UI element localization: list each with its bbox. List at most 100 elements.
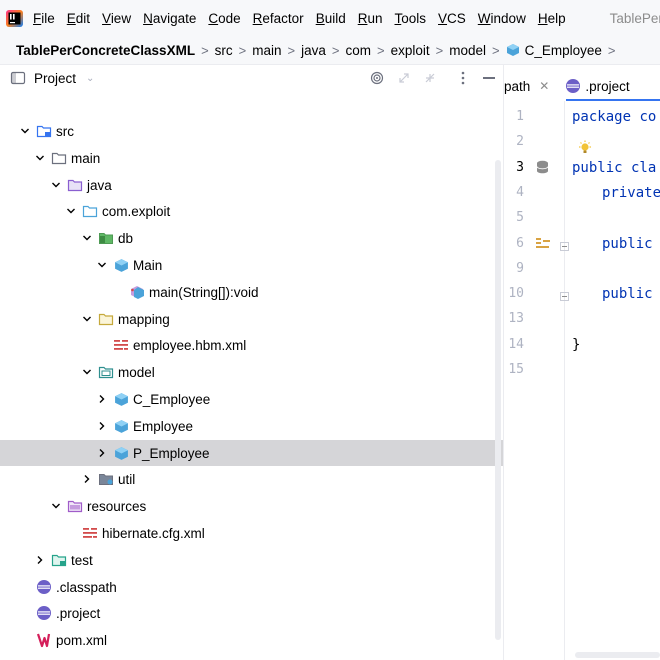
chevron-right-icon[interactable]: [95, 446, 109, 460]
database-icon[interactable]: [536, 160, 549, 177]
chevron-down-icon[interactable]: [80, 231, 94, 245]
breadcrumb-item[interactable]: com: [345, 42, 371, 58]
tree-node[interactable]: P_Employee: [0, 440, 503, 466]
code-line: package co: [572, 109, 656, 125]
expand-all-icon[interactable]: [396, 70, 412, 86]
chevron-down-icon[interactable]: [18, 124, 32, 138]
tree-node[interactable]: test: [0, 547, 503, 573]
project-view-icon: [10, 70, 26, 86]
chevron-down-icon[interactable]: [80, 365, 94, 379]
chevron-right-icon[interactable]: [95, 392, 109, 406]
breadcrumb-item[interactable]: java: [301, 42, 326, 58]
chevron-right-icon[interactable]: [80, 472, 94, 486]
implementation-icon[interactable]: [536, 237, 550, 252]
line-number: 6: [516, 236, 524, 251]
code-text: co: [631, 109, 657, 125]
menu-window[interactable]: Window: [478, 11, 526, 26]
menu-edit[interactable]: Edit: [67, 11, 90, 26]
intellij-logo-icon[interactable]: [6, 9, 23, 27]
project-tree-scrollbar[interactable]: [495, 160, 501, 640]
menu-label-rest: ile: [41, 10, 55, 26]
menu-tools[interactable]: Tools: [395, 11, 427, 26]
tree-node[interactable]: com.exploit: [0, 198, 503, 224]
collapse-all-icon[interactable]: [422, 70, 438, 86]
panel-divider[interactable]: [503, 65, 504, 660]
menu-label-rest: indow: [490, 10, 526, 26]
menu-refactor[interactable]: Refactor: [253, 11, 304, 26]
tree-node-label: P_Employee: [133, 445, 210, 461]
line-number: 14: [508, 337, 524, 352]
editor-horizontal-scrollbar[interactable]: [575, 652, 660, 658]
intention-bulb-icon[interactable]: [578, 140, 592, 159]
chevron-down-icon[interactable]: [33, 151, 47, 165]
code-keyword: public: [602, 286, 653, 302]
breadcrumb-item[interactable]: src: [214, 42, 233, 58]
menu-navigate[interactable]: Navigate: [143, 11, 196, 26]
tree-node[interactable]: java: [0, 172, 503, 198]
source-folder-icon: [36, 123, 52, 139]
breadcrumb-item[interactable]: C_Employee: [524, 42, 602, 58]
menu-mnemonic: B: [315, 10, 325, 26]
tree-spacer: [18, 633, 32, 647]
tree-node[interactable]: hibernate.cfg.xml: [0, 520, 503, 546]
chevron-down-icon[interactable]: [95, 258, 109, 272]
class-icon: [113, 418, 129, 434]
menu-view[interactable]: View: [102, 11, 131, 26]
util-package-icon: [98, 471, 114, 487]
chevron-down-icon[interactable]: [64, 204, 78, 218]
project-panel-title[interactable]: Project: [34, 70, 77, 86]
xml-file-icon: [113, 337, 129, 353]
hide-panel-icon[interactable]: [481, 70, 497, 86]
tab-project-label[interactable]: .project: [585, 78, 630, 94]
menu-file[interactable]: File: [33, 11, 55, 26]
tree-node[interactable]: .project: [0, 600, 503, 626]
class-icon: [506, 43, 520, 57]
tree-node[interactable]: Employee: [0, 413, 503, 439]
tab-classpath-label[interactable]: path: [504, 78, 531, 94]
code-line: public cla: [572, 160, 656, 176]
tree-node-label: resources: [87, 498, 147, 514]
locate-icon[interactable]: [369, 70, 385, 86]
tree-node-label: mapping: [118, 311, 170, 327]
tree-node[interactable]: db: [0, 225, 503, 251]
menu-help[interactable]: Help: [538, 11, 566, 26]
menu-label-rest: elp: [547, 10, 566, 26]
tree-node[interactable]: util: [0, 466, 503, 492]
chevron-right-icon[interactable]: [33, 553, 47, 567]
menu-code[interactable]: Code: [208, 11, 240, 26]
tree-node[interactable]: mapping: [0, 306, 503, 332]
breadcrumb-item[interactable]: exploit: [390, 42, 430, 58]
menu-run[interactable]: Run: [358, 11, 383, 26]
tree-node[interactable]: src: [0, 118, 503, 144]
menu-mnemonic: R: [252, 10, 263, 26]
breadcrumb-item[interactable]: main: [252, 42, 282, 58]
chevron-down-icon[interactable]: ⌄: [86, 72, 95, 84]
chevron-down-icon[interactable]: [49, 178, 63, 192]
fold-marker-icon[interactable]: [560, 292, 569, 301]
tree-node[interactable]: employee.hbm.xml: [0, 332, 503, 358]
menu-vcs[interactable]: VCS: [438, 11, 466, 26]
more-options-icon[interactable]: [455, 70, 471, 86]
chevron-right-icon[interactable]: [95, 419, 109, 433]
tree-node[interactable]: C_Employee: [0, 386, 503, 412]
menu-build[interactable]: Build: [316, 11, 346, 26]
tree-node[interactable]: pom.xml: [0, 627, 503, 653]
line-number: 15: [508, 362, 524, 377]
tree-node[interactable]: main: [0, 145, 503, 171]
tree-node[interactable]: .classpath: [0, 574, 503, 600]
breadcrumb-item[interactable]: model: [449, 42, 486, 58]
tree-node[interactable]: resources: [0, 493, 503, 519]
tree-node[interactable]: Main: [0, 252, 503, 278]
menu-bar: File Edit View Navigate Code Refactor Build Run…: [0, 0, 660, 36]
tree-node[interactable]: main(String[]):void: [0, 279, 503, 305]
code-text: }: [572, 337, 581, 353]
chevron-down-icon[interactable]: [80, 312, 94, 326]
tree-node[interactable]: model: [0, 359, 503, 385]
tree-node[interactable]: External Libraries: [0, 654, 503, 660]
chevron-down-icon[interactable]: [49, 499, 63, 513]
breadcrumb-separator: >: [287, 42, 296, 58]
fold-marker-icon[interactable]: [560, 242, 569, 251]
close-icon[interactable]: ✕: [539, 79, 550, 93]
breadcrumb-item[interactable]: TablePerConcreteClassXML: [16, 42, 196, 58]
